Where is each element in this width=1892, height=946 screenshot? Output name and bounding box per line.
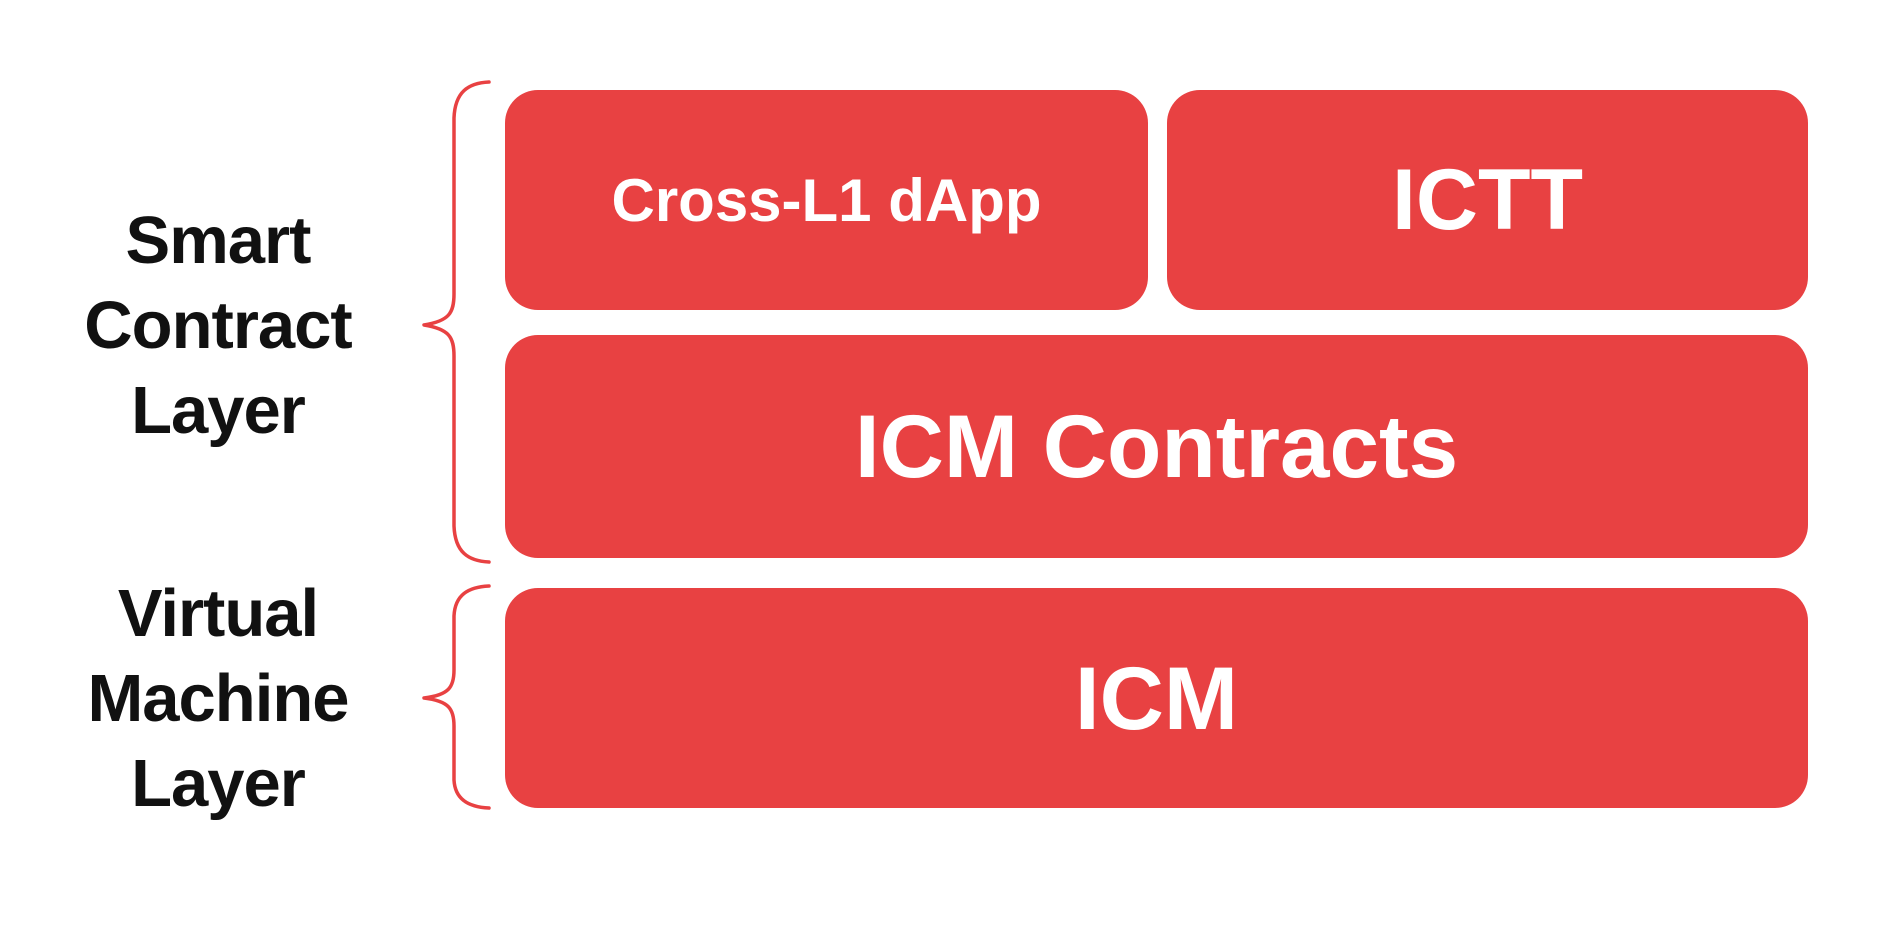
box-icm: ICM bbox=[505, 588, 1808, 808]
label-line: Smart bbox=[125, 203, 312, 278]
smart-contract-brace-icon bbox=[422, 80, 491, 564]
box-cross-l1-dapp: Cross-L1 dApp bbox=[505, 90, 1148, 310]
label-line: Virtual bbox=[117, 576, 319, 651]
virtual-machine-brace-icon bbox=[422, 584, 491, 810]
label-line: Machine bbox=[87, 661, 349, 736]
box-label: Cross-L1 dApp bbox=[611, 166, 1042, 234]
label-line: Layer bbox=[131, 373, 306, 448]
box-label: ICM Contracts bbox=[854, 396, 1459, 496]
box-icm-contracts: ICM Contracts bbox=[505, 335, 1808, 558]
label-line: Contract bbox=[84, 288, 352, 363]
label-line: Layer bbox=[131, 746, 306, 821]
virtual-machine-layer-label: Virtual Machine Layer bbox=[48, 571, 388, 826]
smart-contract-layer-label: Smart Contract Layer bbox=[48, 198, 388, 453]
box-label: ICM bbox=[1074, 647, 1239, 748]
box-label: ICTT bbox=[1391, 151, 1584, 248]
box-ictt: ICTT bbox=[1167, 90, 1808, 310]
